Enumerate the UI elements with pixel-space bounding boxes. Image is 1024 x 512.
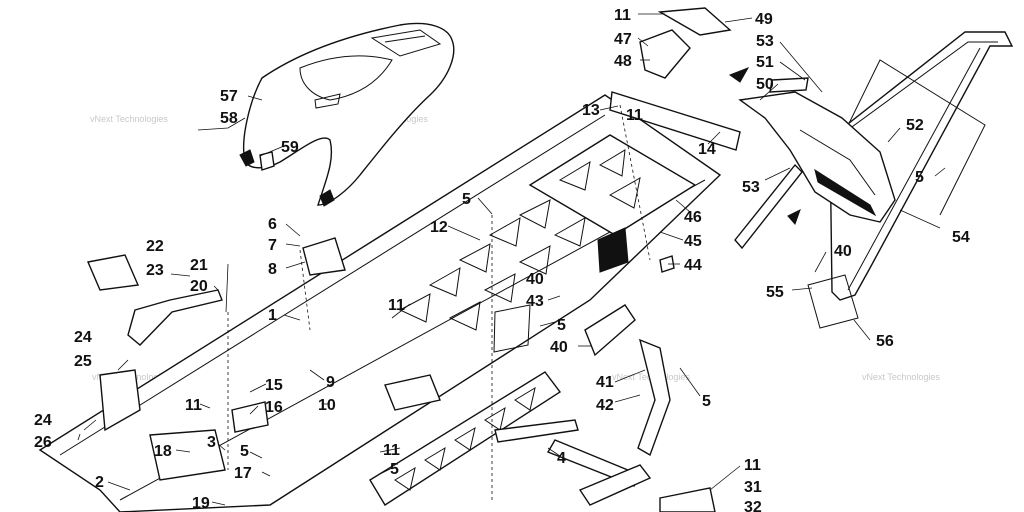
callout-label: 16 — [265, 399, 283, 416]
callout-label: 54 — [952, 229, 970, 246]
callout-label: 40 — [550, 339, 568, 356]
callout-label: 7 — [268, 237, 277, 254]
snowflap — [728, 67, 896, 250]
callout-label: 4 — [557, 450, 566, 467]
bracket-parts — [87, 7, 859, 512]
callout-label: 5 — [390, 461, 399, 478]
callout-label: 10 — [318, 397, 336, 414]
callout-label: 8 — [268, 261, 277, 278]
callout-label: 50 — [756, 76, 774, 93]
callout-label: 1 — [268, 307, 277, 324]
callout-label: 11 — [185, 397, 202, 414]
callout-label: 18 — [154, 443, 172, 460]
callout-label: 24 — [74, 329, 92, 346]
callout-label: 11 — [614, 7, 631, 24]
callout-label: 6 — [268, 216, 277, 233]
callout-label: 46 — [684, 209, 702, 226]
callout-label: 11 — [383, 442, 400, 459]
callout-label: 12 — [430, 219, 448, 236]
rear-bumper — [829, 31, 1014, 301]
callout-label: 11 — [626, 107, 643, 124]
callout-label: 52 — [906, 117, 924, 134]
callout-label: 59 — [281, 139, 299, 156]
callout-label: 48 — [614, 53, 632, 70]
callout-label: 13 — [582, 102, 600, 119]
callout-labels: 11 49 47 53 48 51 50 57 58 59 13 11 52 1… — [34, 7, 970, 512]
callout-label: 45 — [684, 233, 702, 250]
tunnel-frame — [38, 94, 722, 512]
callout-label: 40 — [834, 243, 852, 260]
callout-label: 2 — [95, 474, 104, 491]
callout-label: 5 — [557, 317, 566, 334]
callout-label: 19 — [192, 495, 210, 512]
callout-label: 56 — [876, 333, 894, 350]
callout-label: 15 — [265, 377, 283, 394]
callout-label: 11 — [744, 457, 761, 474]
callout-label: 20 — [190, 278, 208, 295]
seat-assembly — [239, 22, 455, 207]
callout-label: 21 — [190, 257, 208, 274]
callout-label: 3 — [207, 434, 216, 451]
callout-label: 41 — [596, 374, 614, 391]
callout-label: 14 — [698, 141, 716, 158]
callout-label: 49 — [755, 11, 773, 28]
callout-label: 44 — [684, 257, 702, 274]
callout-label: 32 — [744, 499, 762, 512]
callout-label: 53 — [742, 179, 760, 196]
callout-label: 31 — [744, 479, 762, 496]
callout-label: 40 — [526, 271, 544, 288]
rail-assembly — [369, 371, 652, 506]
callout-label: 43 — [526, 293, 544, 310]
callout-label: 42 — [596, 397, 614, 414]
callout-label: 47 — [614, 31, 632, 48]
callout-label: 53 — [756, 33, 774, 50]
watermark: vNext Technologies — [90, 114, 168, 124]
watermark: vNext Technologies — [862, 372, 940, 382]
callout-label: 5 — [702, 393, 711, 410]
callout-label: 24 — [34, 412, 52, 429]
callout-label: 26 — [34, 434, 52, 451]
callout-label: 11 — [388, 297, 405, 314]
callout-label: 58 — [220, 110, 238, 127]
callout-label: 25 — [74, 353, 92, 370]
callout-label: 23 — [146, 262, 164, 279]
callout-label: 51 — [756, 54, 774, 71]
callout-label: 57 — [220, 88, 238, 105]
callout-label: 55 — [766, 284, 784, 301]
callout-label: 5 — [915, 169, 924, 186]
leader-lines — [77, 13, 946, 506]
callout-label: 17 — [234, 465, 252, 482]
callout-label: 9 — [326, 374, 335, 391]
callout-label: 5 — [462, 191, 471, 208]
callout-label: 22 — [146, 238, 164, 255]
callout-label: 5 — [240, 443, 249, 460]
